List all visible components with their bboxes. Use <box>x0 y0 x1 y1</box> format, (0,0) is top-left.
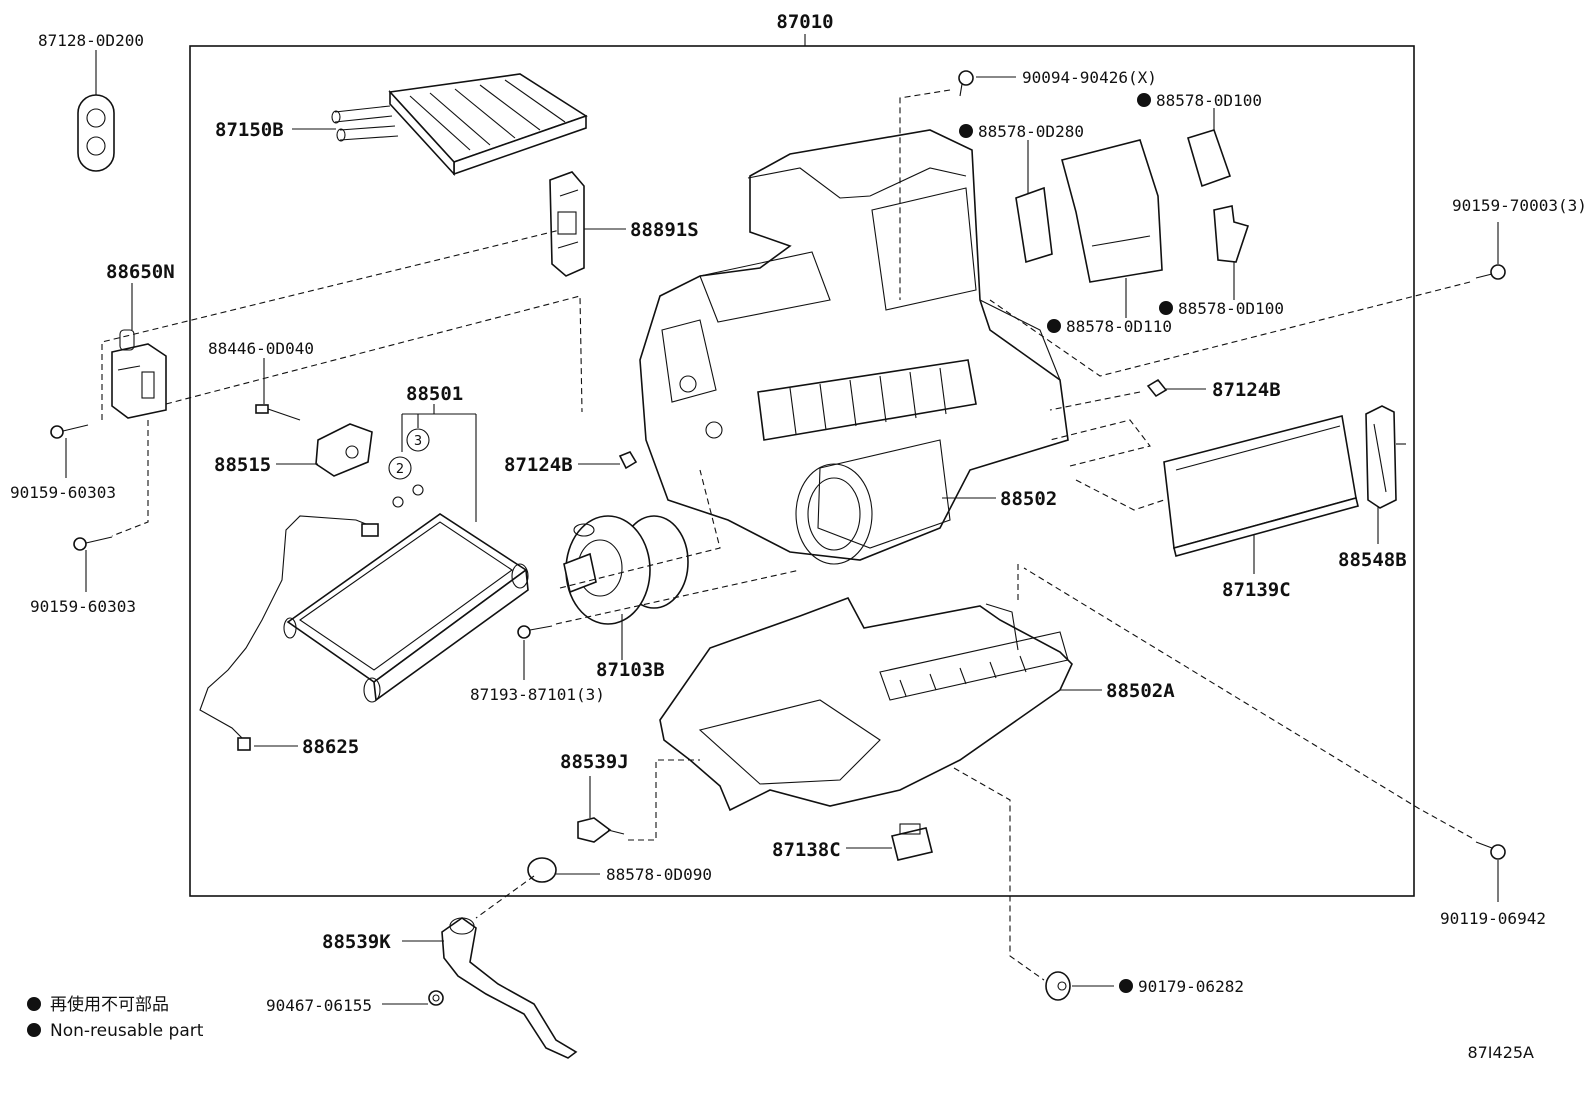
lower-case-88502A <box>659 597 1073 812</box>
seal-88578-0D100-b <box>1213 205 1250 263</box>
label-88578-0D280: 88578-0D280 <box>978 122 1084 141</box>
label-90094: 90094-90426(X) <box>1022 68 1157 87</box>
label-87138C: 87138C <box>772 839 841 861</box>
screw-88446 <box>255 404 301 421</box>
resistor-87138C <box>891 823 933 861</box>
label-88891S: 88891S <box>630 219 699 241</box>
label-87128: 87128-0D200 <box>38 31 144 50</box>
label-90467: 90467-06155 <box>266 996 372 1015</box>
seal-88578-0D280 <box>1015 186 1053 264</box>
label-87139C: 87139C <box>1222 579 1291 601</box>
label-90159-70003: 90159-70003(3) <box>1452 196 1587 215</box>
label-88578-0D090: 88578-0D090 <box>606 865 712 884</box>
label-88539J: 88539J <box>560 751 629 773</box>
label-88502A: 88502A <box>1106 680 1175 702</box>
label-87193: 87193-87101(3) <box>470 685 605 704</box>
assembly-number: 87010 <box>776 11 833 33</box>
screw-90159-a <box>50 424 89 439</box>
label-88578-0D100-a: 88578-0D100 <box>1156 91 1262 110</box>
label-88650N: 88650N <box>106 261 175 283</box>
label-88625: 88625 <box>302 736 359 758</box>
callout-2 <box>388 456 412 480</box>
screw-90119 <box>1475 841 1506 860</box>
bracket-88891S <box>549 171 585 277</box>
sensor-88515 <box>315 423 373 477</box>
heater-core-87150B <box>331 73 588 177</box>
label-87124B-a: 87124B <box>504 454 573 476</box>
screw-87193 <box>517 625 553 639</box>
evaporator-88501 <box>283 513 529 703</box>
screw-90094 <box>958 70 974 97</box>
screw-90159-70003 <box>1475 264 1506 280</box>
illustration-code: 87I425A <box>1467 1043 1534 1062</box>
clip-90467 <box>428 990 444 1006</box>
legend-jp: 再使用不可部品 <box>50 994 169 1015</box>
sensor-wire-88625 <box>199 515 377 743</box>
drain-88539J <box>577 817 625 843</box>
grommet-87128 <box>77 94 115 172</box>
label-88578-0D100-b: 88578-0D100 <box>1178 299 1284 318</box>
callout-3 <box>406 428 430 452</box>
label-88501: 88501 <box>406 383 463 405</box>
screw-90159-b <box>73 536 113 551</box>
legend: 再使用不可部品 Non-reusable part <box>27 994 204 1041</box>
label-87124B-b: 87124B <box>1212 379 1281 401</box>
clip-87124B-b <box>1146 378 1168 398</box>
duct-88539K <box>441 917 578 1059</box>
label-90159-a: 90159-60303 <box>10 483 116 502</box>
label-88502: 88502 <box>1000 488 1057 510</box>
assembly-frame <box>189 45 1415 897</box>
label-88515: 88515 <box>214 454 271 476</box>
svg-text:3: 3 <box>414 434 422 449</box>
label-87150B: 87150B <box>215 119 284 141</box>
cabin-filter-87139C <box>1163 415 1359 557</box>
label-90119: 90119-06942 <box>1440 909 1546 928</box>
label-87103B: 87103B <box>596 659 665 681</box>
seal-88578-0D100-a <box>1187 129 1232 188</box>
filter-cover-88548B <box>1365 405 1406 509</box>
nut-90179 <box>1045 971 1071 1001</box>
legend-en: Non-reusable part <box>50 1021 204 1041</box>
label-88539K: 88539K <box>322 931 391 953</box>
label-88578-0D110: 88578-0D110 <box>1066 317 1172 336</box>
label-88548B: 88548B <box>1338 549 1407 571</box>
seal-88578-0D090 <box>527 857 557 883</box>
hvac-unit-88502 <box>639 129 1069 565</box>
label-90179: 90179-06282 <box>1138 977 1244 996</box>
svg-text:2: 2 <box>396 462 404 477</box>
servo-88650N <box>111 329 167 419</box>
label-88446: 88446-0D040 <box>208 339 314 358</box>
blower-motor-87103B <box>563 515 689 625</box>
label-90159-b: 90159-60303 <box>30 597 136 616</box>
clip-87124B-a <box>618 451 638 470</box>
seal-88578-0D110 <box>1061 139 1163 283</box>
